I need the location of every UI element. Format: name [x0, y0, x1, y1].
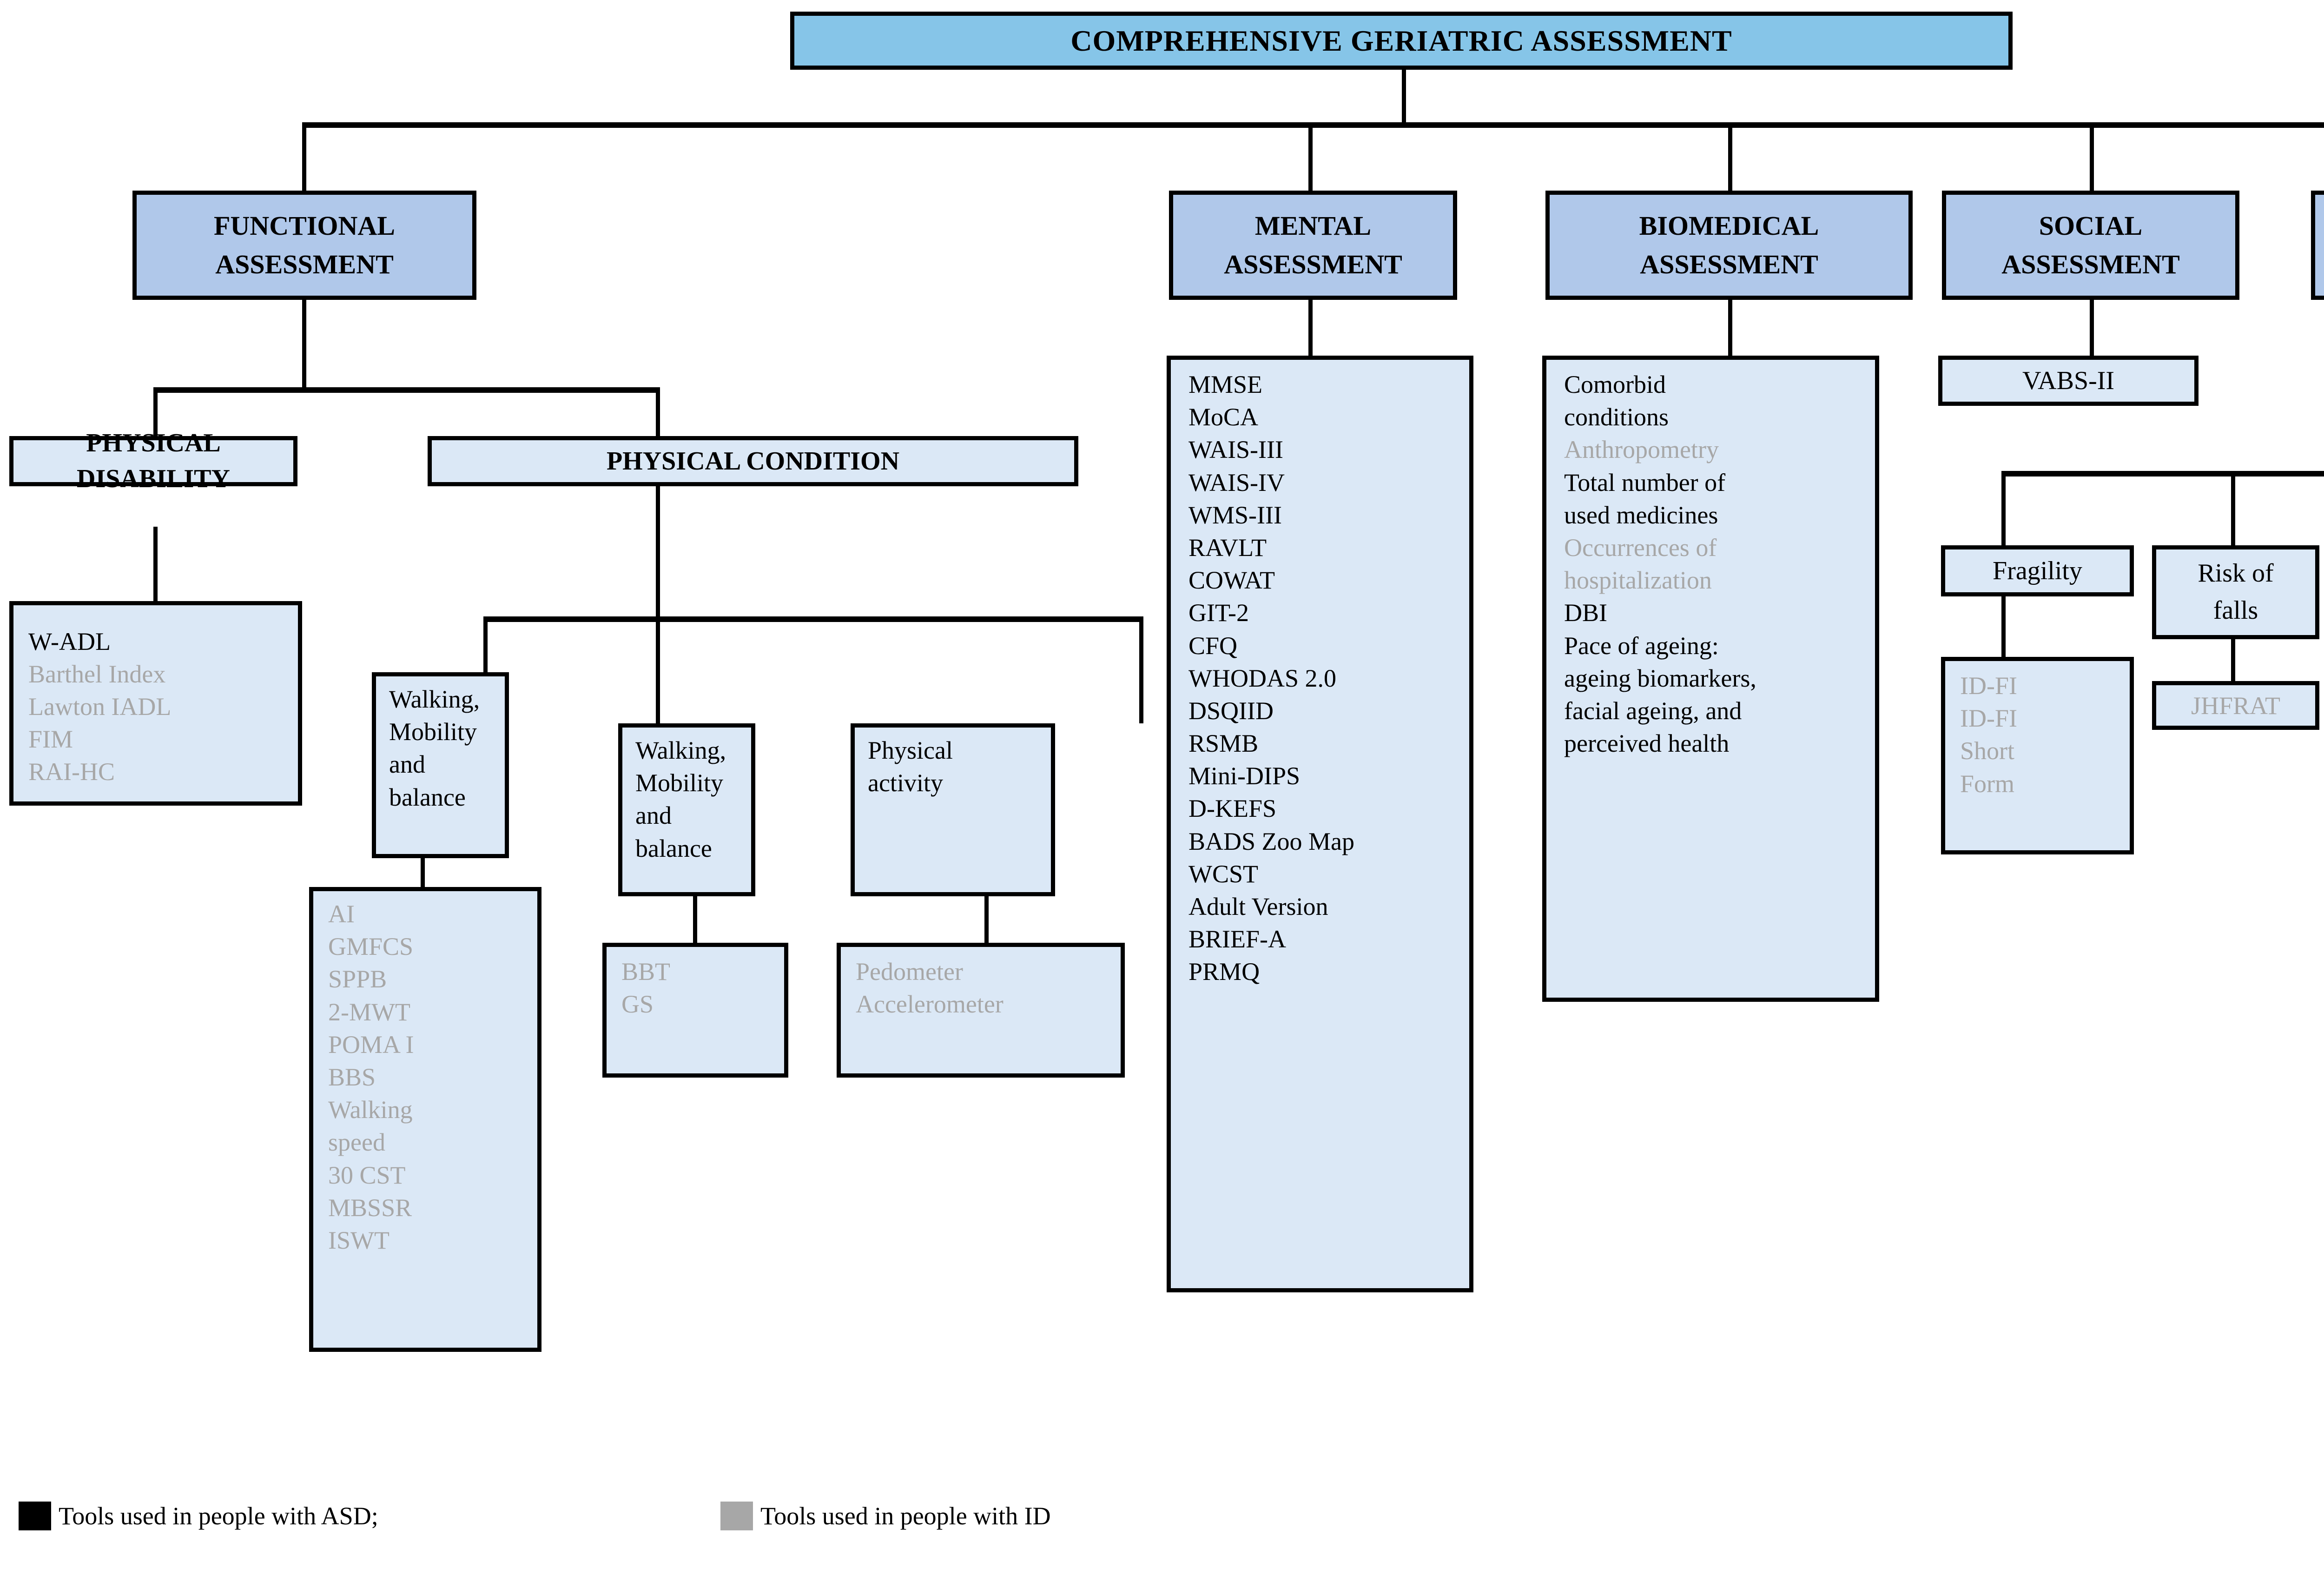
connector-drop-functional — [302, 122, 306, 193]
connector-drop-wmb-left — [483, 616, 488, 672]
connector-drop-risk — [2231, 471, 2235, 545]
node-fragility[interactable]: Fragility — [1941, 545, 2134, 596]
node-other-domains[interactable]: OTHER DOMAINS — [2311, 191, 2324, 300]
node-physical-condition[interactable]: PHYSICAL CONDITION — [428, 436, 1078, 486]
legend-id-text: Tools used in people with ID — [760, 1502, 1051, 1530]
legend-id: Tools used in people with ID — [720, 1502, 1051, 1530]
mental-tools-asd: MMSE MoCA WAIS-III WAIS-IV WMS-III RAVLT… — [1188, 371, 1355, 986]
node-social-assessment[interactable]: SOCIAL ASSESSMENT — [1942, 191, 2239, 300]
connector-fragility-stem — [2001, 596, 2006, 657]
node-physical-activity[interactable]: Physical activity — [851, 723, 1055, 896]
connector-root-stem — [1402, 69, 1406, 122]
physical-activity-tools-id: Pedometer Accelerometer — [856, 958, 1004, 1019]
vabs-ii-label: VABS-II — [2022, 366, 2115, 395]
connector-wmbmid-stem — [693, 896, 697, 943]
connector-drop-fragility — [2001, 471, 2006, 545]
node-physical-disability-tools[interactable]: W-ADL Barthel Index Lawton IADL FIM RAI-… — [9, 601, 302, 806]
node-physical-activity-tools[interactable]: Pedometer Accelerometer — [837, 943, 1125, 1078]
physical-condition-label: PHYSICAL CONDITION — [606, 447, 900, 476]
risk-tools-id: JHFRAT — [2191, 691, 2281, 720]
biomedical-item-5: DBI — [1564, 599, 1607, 627]
wmb-mid-label: Walking, Mobility and balance — [635, 736, 726, 862]
connector-pd-stem — [153, 527, 158, 601]
connector-pc-bus — [483, 616, 1143, 622]
node-risk-of-falls-tools[interactable]: JHFRAT — [2152, 681, 2319, 730]
node-mental-assessment[interactable]: MENTAL ASSESSMENT — [1169, 191, 1457, 300]
connector-mental-stem — [1308, 299, 1313, 356]
root-title-label: COMPREHENSIVE GERIATRIC ASSESSMENT — [1070, 24, 1732, 57]
node-biomedical-assessment[interactable]: BIOMEDICAL ASSESSMENT — [1545, 191, 1913, 300]
connector-other-bus — [2001, 471, 2324, 476]
mental-assessment-label: MENTAL ASSESSMENT — [1224, 211, 1402, 279]
biomedical-assessment-label: BIOMEDICAL ASSESSMENT — [1639, 211, 1819, 279]
node-mental-tools[interactable]: MMSE MoCA WAIS-III WAIS-IV WMS-III RAVLT… — [1167, 356, 1473, 1292]
node-functional-assessment[interactable]: FUNCTIONAL ASSESSMENT — [132, 191, 476, 300]
connector-biomedical-stem — [1728, 299, 1732, 356]
wmb-mid-tools-id: BBT GS — [621, 958, 671, 1019]
connector-functional-stem — [302, 299, 306, 387]
connector-drop-wmb-mid — [656, 616, 660, 723]
wmb-left-tools-id: AI GMFCS SPPB 2-MWT POMA I BBS Walking s… — [328, 900, 414, 1254]
legend-asd-swatch — [19, 1502, 51, 1530]
node-fragility-tools[interactable]: ID-FI ID-FI Short Form — [1941, 657, 2134, 854]
node-root-title[interactable]: COMPREHENSIVE GERIATRIC ASSESSMENT — [790, 12, 2013, 70]
node-biomedical-tools[interactable]: Comorbid conditions Anthropometry Total … — [1542, 356, 1879, 1002]
biomedical-item-2: Anthropometry — [1564, 436, 1719, 464]
connector-drop-physical-disability — [153, 387, 158, 436]
node-risk-of-falls[interactable]: Risk of falls — [2152, 545, 2319, 639]
legend-asd: Tools used in people with ASD; — [19, 1502, 378, 1530]
connector-pa-stem — [984, 896, 989, 943]
wmb-left-label: Walking, Mobility and balance — [389, 685, 480, 811]
connector-drop-physical-activity — [1139, 616, 1143, 723]
node-physical-disability[interactable]: PHYSICAL DISABILITY — [9, 429, 297, 493]
fragility-label: Fragility — [1993, 556, 2082, 585]
node-vabs-ii[interactable]: VABS-II — [1938, 356, 2199, 406]
connector-drop-biomedical — [1728, 122, 1732, 193]
connector-drop-mental — [1308, 122, 1313, 193]
pd-tools-id: Barthel Index Lawton IADL FIM RAI-HC — [28, 660, 172, 786]
risk-of-falls-label: Risk of falls — [2198, 559, 2274, 625]
node-wmb-left-tools[interactable]: AI GMFCS SPPB 2-MWT POMA I BBS Walking s… — [309, 887, 541, 1352]
connector-drop-physical-condition — [656, 387, 660, 436]
biomedical-item-4: Occurrences of hospitalization — [1564, 533, 1717, 595]
connector-drop-social — [2090, 122, 2094, 193]
connector-wmbleft-stem — [421, 858, 425, 887]
physical-disability-label: PHYSICAL DISABILITY — [77, 428, 230, 493]
connector-pc-stem — [656, 486, 660, 616]
physical-activity-label: Physical activity — [868, 736, 953, 797]
fragility-tools-id: ID-FI ID-FI Short Form — [1960, 672, 2017, 798]
biomedical-item-3: Total number of used medicines — [1564, 468, 1726, 529]
connector-risk-stem — [2231, 639, 2235, 681]
biomedical-item-1: Comorbid conditions — [1564, 371, 1669, 431]
legend-id-swatch — [720, 1502, 753, 1530]
connector-main-bus — [302, 122, 2324, 128]
node-wmb-mid-tools[interactable]: BBT GS — [602, 943, 788, 1078]
legend-asd-text: Tools used in people with ASD; — [59, 1502, 378, 1530]
pd-tools-asd: W-ADL — [28, 627, 111, 655]
social-assessment-label: SOCIAL ASSESSMENT — [2001, 211, 2180, 279]
connector-social-stem — [2090, 299, 2094, 356]
biomedical-item-6: Pace of ageing: ageing biomarkers, facia… — [1564, 631, 1756, 758]
connector-functional-bus — [153, 387, 660, 393]
functional-assessment-label: FUNCTIONAL ASSESSMENT — [214, 211, 395, 279]
node-walking-mobility-balance-left[interactable]: Walking, Mobility and balance — [372, 672, 509, 858]
node-walking-mobility-balance-mid[interactable]: Walking, Mobility and balance — [618, 723, 755, 896]
